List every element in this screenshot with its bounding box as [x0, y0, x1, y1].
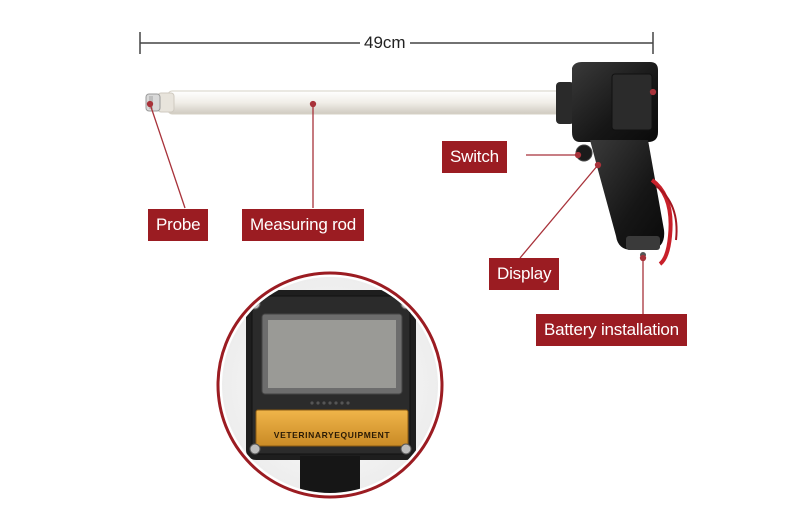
measuring-rod-shape: [157, 90, 564, 115]
display-closeup: [216, 271, 444, 499]
device-head: [556, 62, 658, 142]
battery-installation-label: Battery installation: [536, 314, 687, 346]
dimension-label: 49cm: [360, 33, 410, 53]
probe-label: Probe: [148, 209, 209, 241]
display-plate-text: VETERINARYEQUIPMENT: [273, 430, 391, 440]
switch-label: Switch: [442, 141, 507, 173]
measuring-rod-label: Measuring rod: [242, 209, 365, 241]
device-handle: [590, 140, 665, 258]
display-label: Display: [489, 258, 560, 290]
leader-lines: [146, 88, 657, 314]
wrist-strap: [650, 178, 678, 266]
